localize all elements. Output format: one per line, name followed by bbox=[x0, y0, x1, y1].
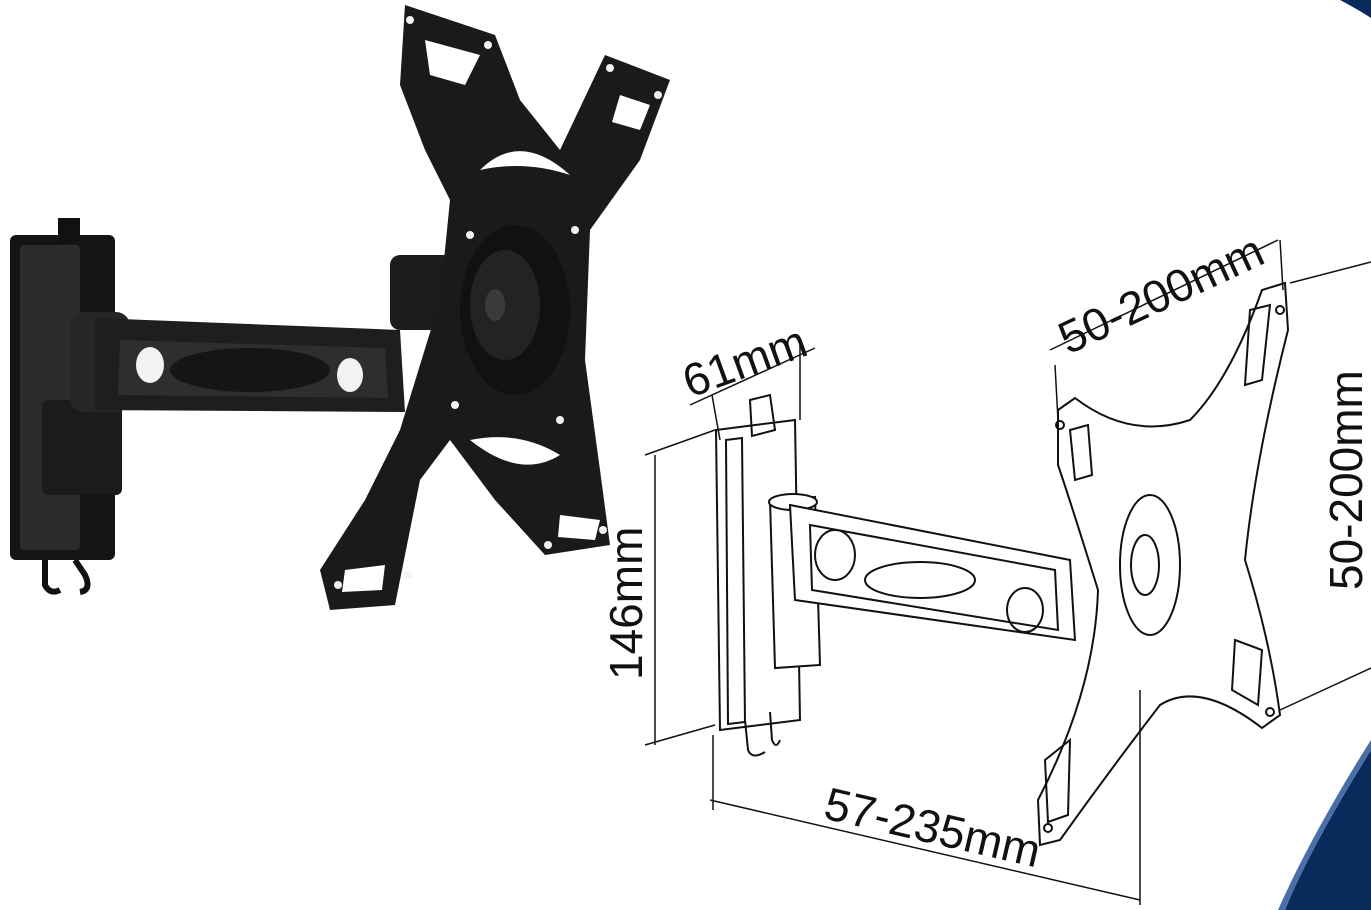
drawing-arm bbox=[768, 493, 1077, 670]
drawing-vesa-plate bbox=[1036, 281, 1290, 847]
depth-label: 61mm bbox=[676, 315, 814, 408]
vesa-plate bbox=[320, 5, 670, 610]
photo-of-wall-mount bbox=[10, 5, 670, 610]
vesa-vertical-label: 50-200mm bbox=[1320, 370, 1371, 590]
height-label: 146mm bbox=[600, 527, 652, 680]
corner-accent bbox=[1278, 0, 1371, 910]
vesa-horizontal-label: 50-200mm bbox=[1050, 224, 1271, 364]
hinge-block bbox=[42, 400, 122, 495]
extension-label: 57-235mm bbox=[820, 777, 1046, 877]
extension-arm bbox=[95, 318, 405, 412]
technical-drawing-of-wall-mount bbox=[714, 281, 1290, 847]
dimension-lines bbox=[644, 239, 1371, 905]
